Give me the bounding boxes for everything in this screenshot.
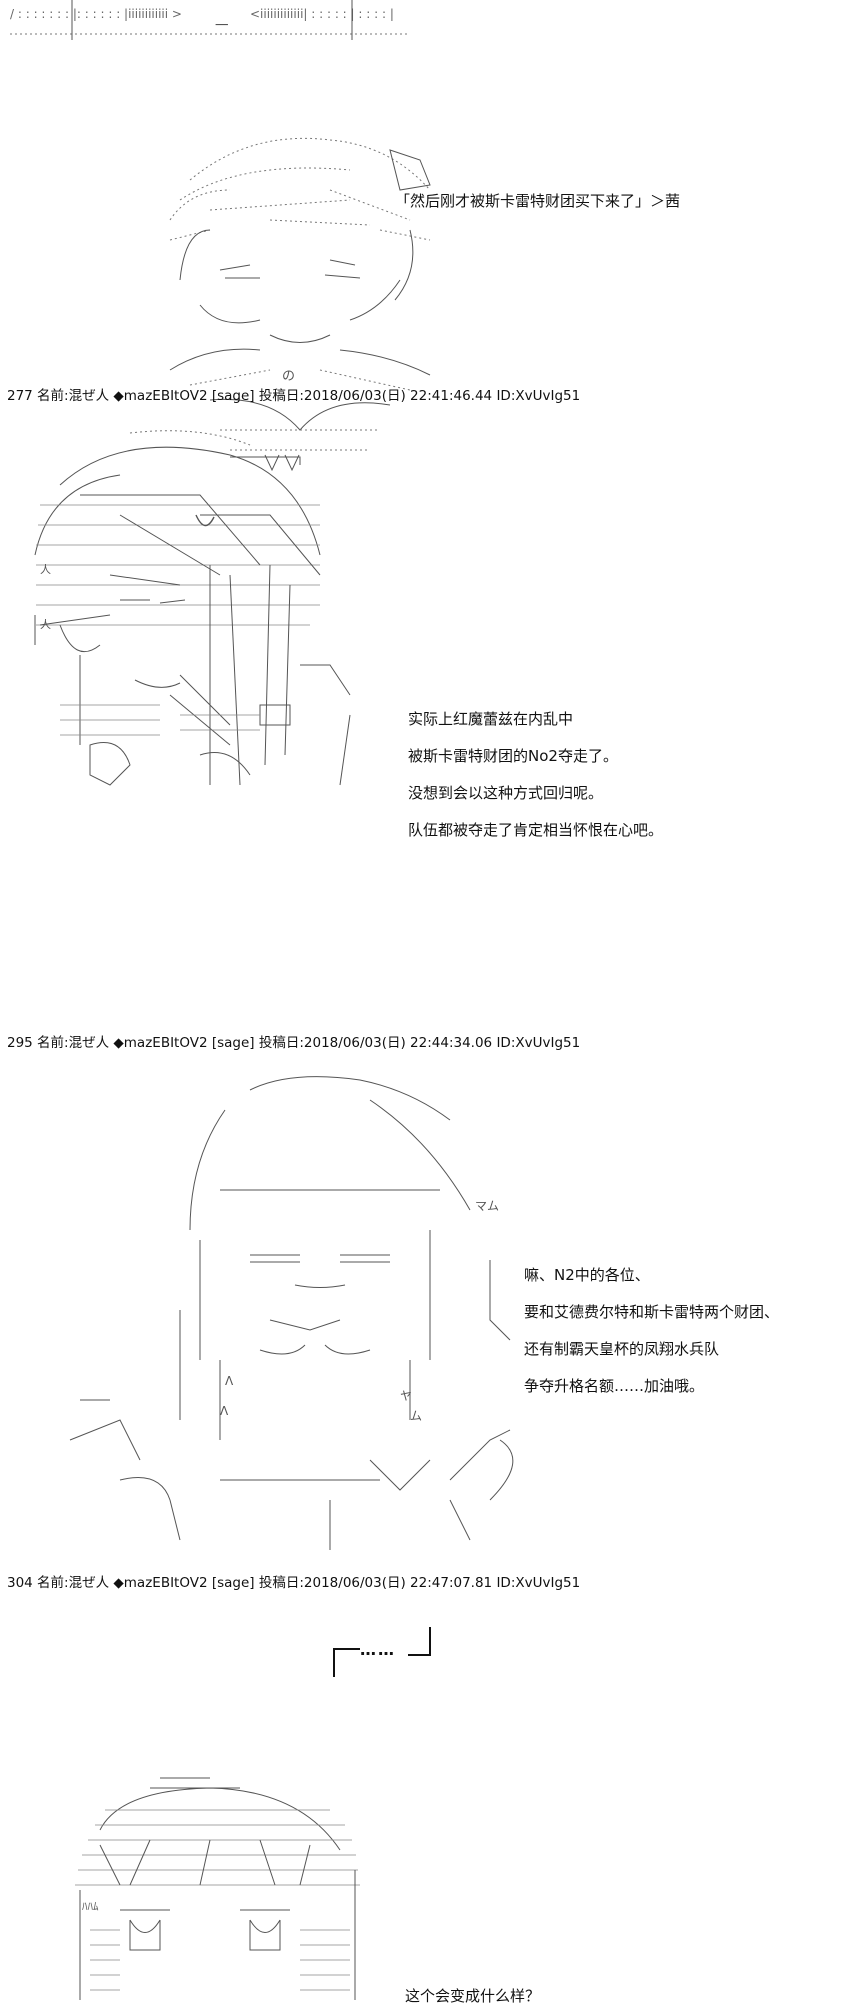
dialog-line: 要和艾德费尔特和斯卡雷特两个财团、: [524, 1303, 780, 1321]
dialog-block-295: 嘛、N2中的各位、 要和艾德费尔特和斯卡雷特两个财团、 还有制霸天皇杯的凤翔水兵…: [524, 1266, 779, 1414]
dialog-line: 没想到会以这种方式回归呢。: [408, 784, 604, 802]
dialog-line: 队伍都被夺走了肯定相当怀恨在心吧。: [408, 821, 664, 839]
dialog-line: 还有制霸天皇杯的凤翔水兵队: [524, 1340, 720, 1358]
post-header-295: 295 名前:混ぜ人 ◆mazEBItOV2 [sage] 投稿日:2018/0…: [7, 1035, 581, 1051]
svg-text:Λ: Λ: [225, 1374, 234, 1388]
dialog-line: 嘛、N2中的各位、: [524, 1266, 650, 1284]
art-fragment-right: <iiiiiiiiiiiii| : : : : : | : : : : |: [250, 7, 394, 21]
post-header-304: 304 名前:混ぜ人 ◆mazEBItOV2 [sage] 投稿日:2018/0…: [7, 1575, 581, 1591]
dialog-line: 实际上红魔蕾兹在内乱中: [408, 710, 574, 728]
ascii-art-hooded-girl-icon: ﾊﾊﾑ: [75, 1777, 360, 2000]
post-header-277: 277 名前:混ぜ人 ◆mazEBItOV2 [sage] 投稿日:2018/0…: [7, 388, 581, 404]
svg-text:人: 人: [40, 563, 51, 576]
ascii-art-long-hair-girl-icon: 人 人: [34, 430, 351, 786]
svg-text:の: の: [282, 369, 295, 384]
svg-text:Λ: Λ: [220, 1404, 229, 1418]
dialog-block-277: 实际上红魔蕾兹在内乱中 被斯卡雷特财团的No2夺走了。 没想到会以这种方式回归呢…: [408, 710, 663, 858]
art-fragment-lines: [10, 0, 410, 40]
dialog-line: 被斯卡雷特财团的No2夺走了。: [408, 747, 618, 765]
svg-text:ﾊﾊﾑ: ﾊﾊﾑ: [82, 1900, 99, 1913]
art-fragment-middle: 一: [215, 18, 229, 34]
ascii-art-smiling-girl-icon: Λ Λ ヤ ム マム: [69, 1076, 514, 1550]
dialog-line: 这个会变成什么样？: [405, 1987, 541, 2005]
dialog-line: 「然后刚才被斯卡雷特财团买下来了」＞茜: [395, 192, 681, 210]
svg-text:マム: マム: [475, 1199, 499, 1213]
svg-text:ヤ: ヤ: [400, 1389, 412, 1403]
svg-text:人: 人: [40, 618, 51, 631]
ascii-art-hat-girl-icon: の: [169, 137, 431, 472]
ellipsis-box-frame: [333, 1627, 431, 1677]
dialog-line: 争夺升格名额……加油哦。: [524, 1377, 705, 1395]
art-fragment-left: / : : : : : : : |: : : : : : |iiiiiiiiii…: [10, 7, 182, 21]
svg-text:ム: ム: [410, 1409, 422, 1423]
ellipsis-text: ……: [360, 1640, 396, 1659]
